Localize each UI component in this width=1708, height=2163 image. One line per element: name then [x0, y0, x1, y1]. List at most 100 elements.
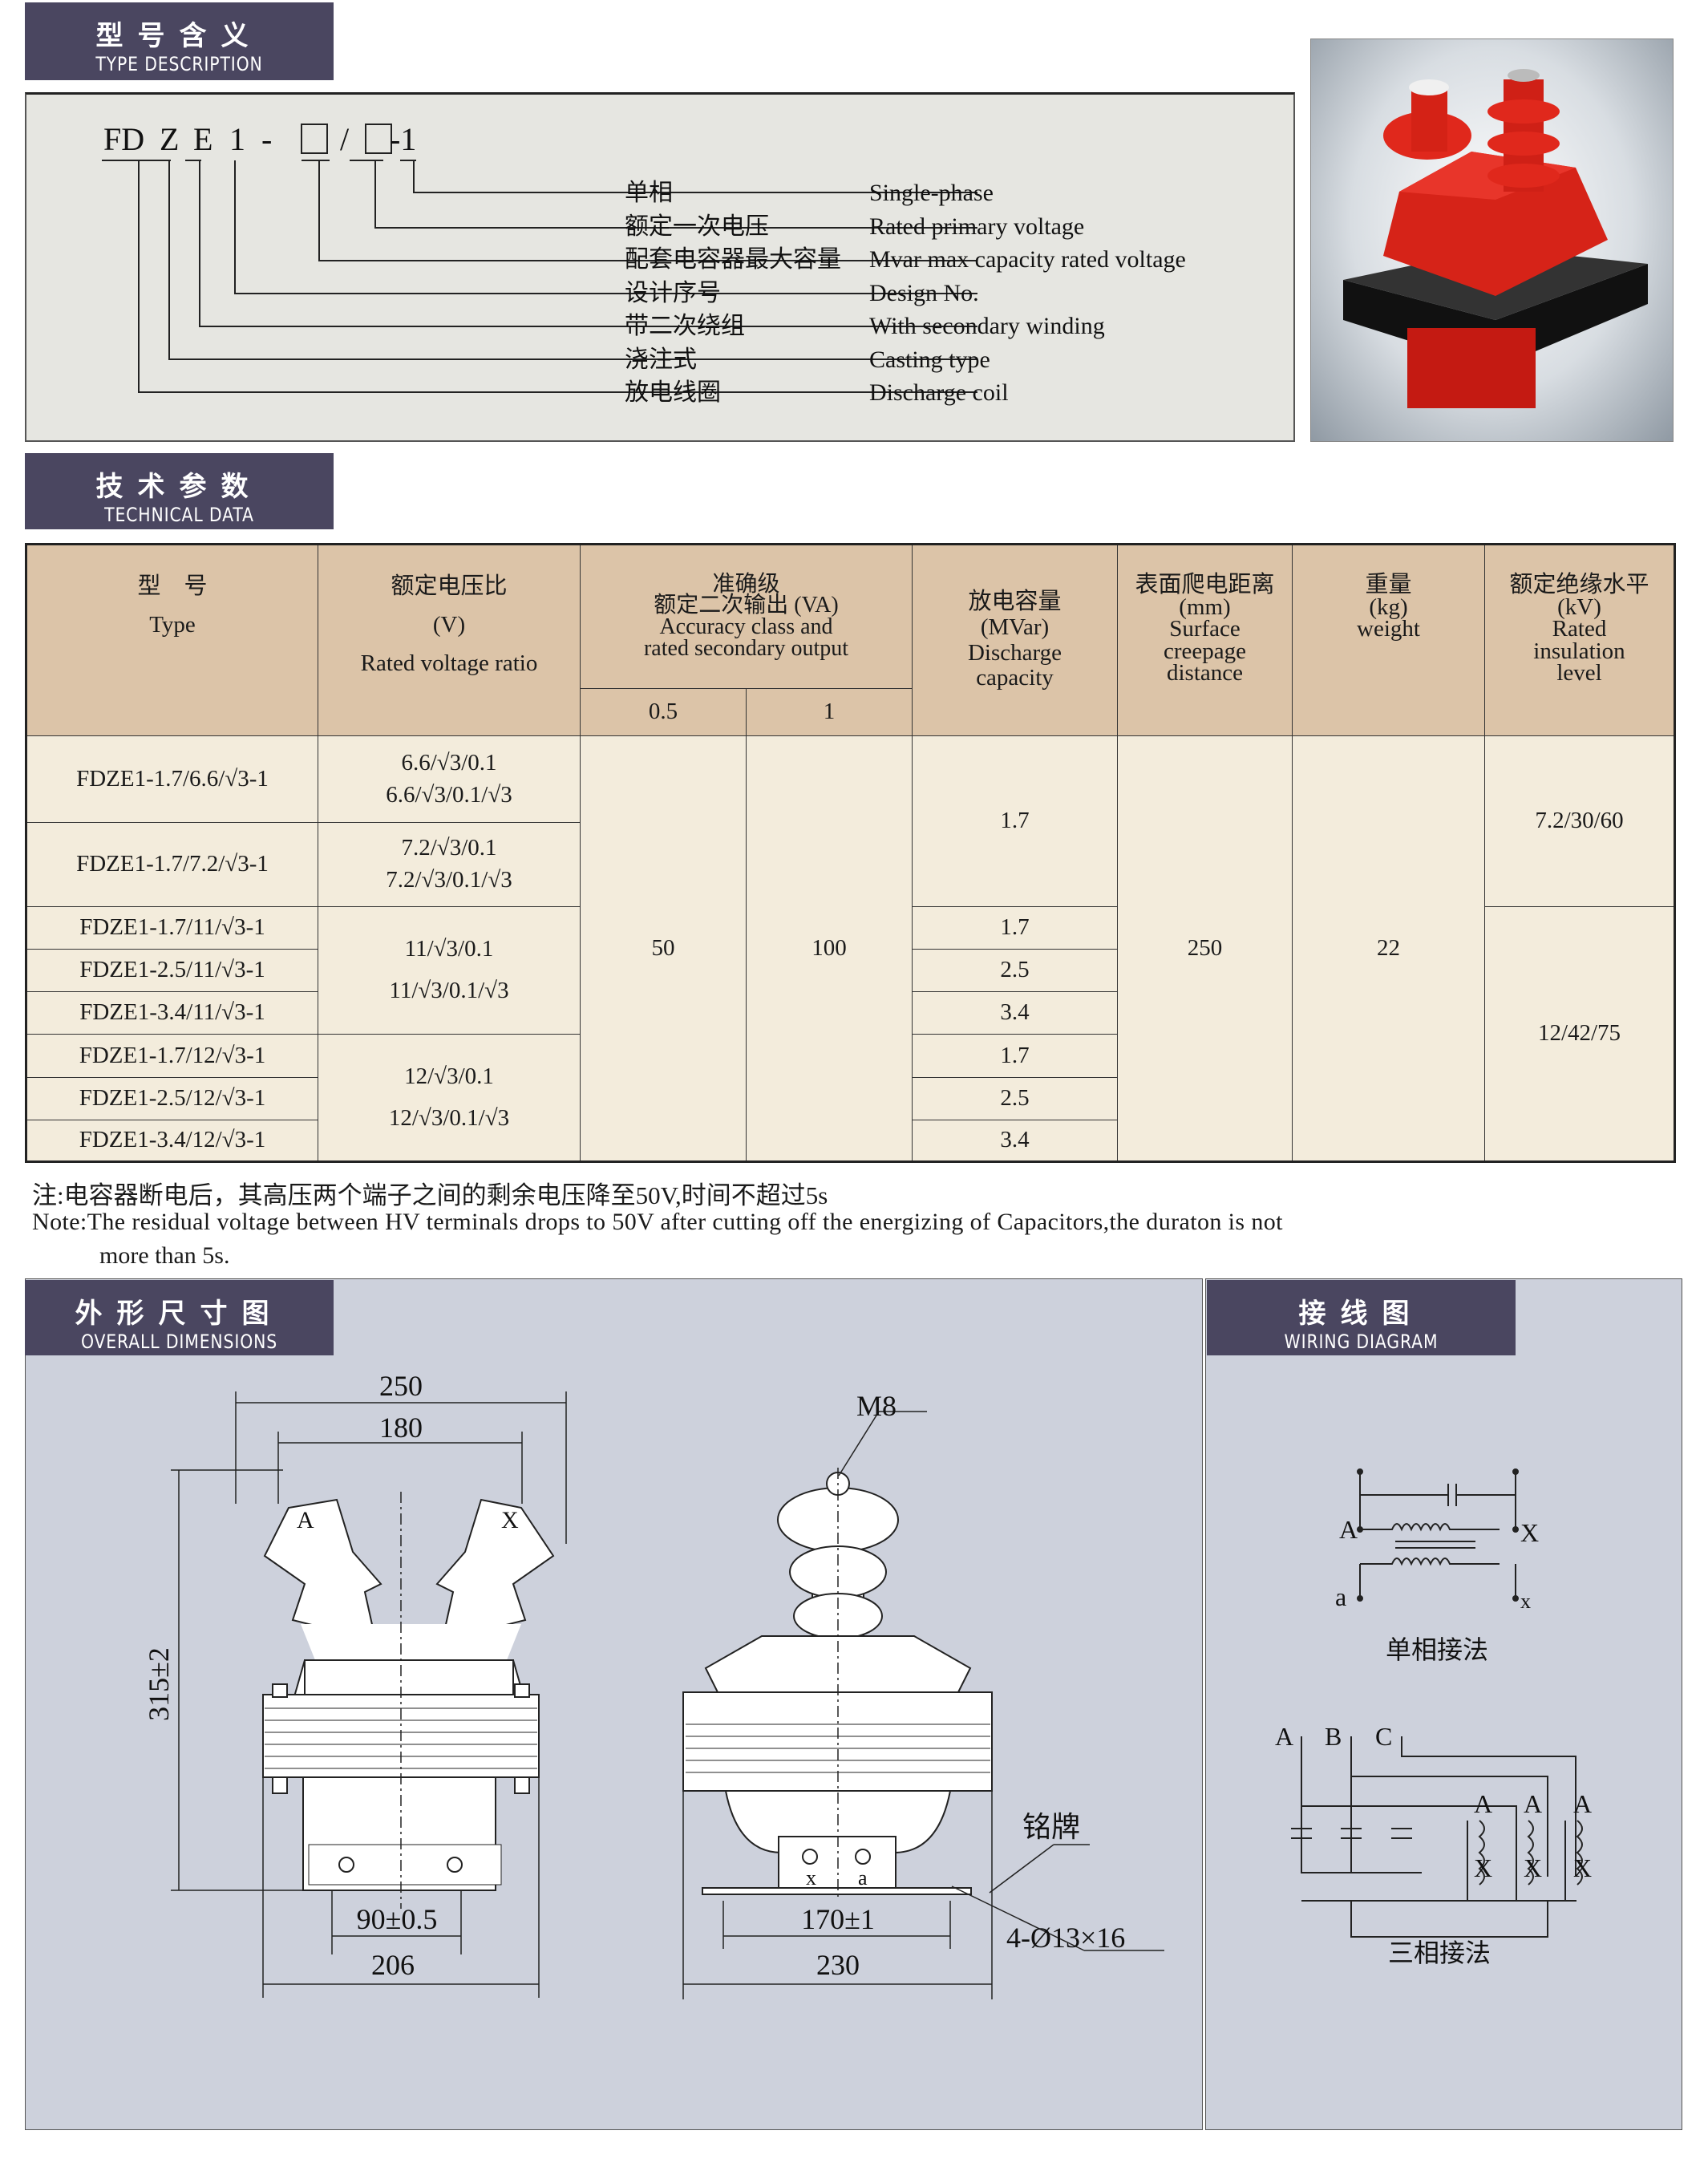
code-z: Z [160, 121, 179, 157]
dim-holes: 4-Ø13×16 [1006, 1922, 1125, 1954]
model-code: FD Z E 1 - / -1 [103, 121, 416, 157]
code-e: E [193, 121, 212, 157]
weight-cell: 22 [1292, 735, 1485, 1162]
dim-170: 170±1 [801, 1903, 875, 1935]
discharge-cell: 1.7 [912, 735, 1118, 907]
coil-X-1: X [1474, 1853, 1492, 1882]
code-1: 1 [229, 121, 245, 157]
discharge-cell: 3.4 [912, 991, 1118, 1035]
dim-206: 206 [371, 1949, 415, 1981]
insulation-cell: 12/42/75 [1484, 906, 1675, 1162]
item-en-2: Mvar max capacity rated voltage [869, 246, 1186, 273]
overall-dimensions-panel [25, 1278, 1203, 2130]
header-cn: 技术参数 [95, 471, 263, 503]
item-cn-3: 设计序号 [625, 280, 721, 306]
technical-data-header: 技术参数 TECHNICAL DATA [25, 453, 334, 529]
wiring-diagram-header: 接线图 WIRING DIAGRAM [1207, 1280, 1516, 1355]
acc-05-cell: 50 [580, 735, 747, 1162]
col-acc-1: 1 [746, 688, 913, 736]
coil-X-3: X [1573, 1853, 1592, 1882]
type-cell: FDZE1-1.7/12/√3-1 [26, 1034, 318, 1078]
overall-dimensions-header: 外形尺寸图 OVERALL DIMENSIONS [25, 1280, 334, 1355]
code-fd: FD [103, 121, 144, 157]
table-row: FDZE1-3.4/11/√3-1 3.4 [26, 991, 1675, 1035]
item-en-6: Discharge coil [869, 379, 1009, 406]
three-phase-wiring [1291, 1736, 1583, 1938]
header-en: TYPE DESCRIPTION [95, 53, 263, 75]
product-photo [1310, 38, 1674, 442]
dim-90: 90±0.5 [357, 1903, 438, 1935]
single-phase-wiring [1357, 1468, 1519, 1602]
front-dimension-lines [171, 1391, 567, 1998]
header-en: WIRING DIAGRAM [1284, 1331, 1439, 1353]
item-en-1: Rated primary voltage [869, 213, 1084, 240]
coil-A-2: A [1524, 1789, 1542, 1818]
terminal-x-label: x [806, 1866, 816, 1890]
type-cell: FDZE1-3.4/12/√3-1 [26, 1120, 318, 1162]
wiring-A: A [1339, 1515, 1358, 1544]
type-cell: FDZE1-2.5/12/√3-1 [26, 1077, 318, 1120]
item-en-0: Single-phase [869, 180, 994, 206]
dim-180: 180 [379, 1412, 423, 1444]
header-en: OVERALL DIMENSIONS [80, 1331, 278, 1353]
item-cn-4: 带二次绕组 [625, 313, 745, 339]
single-phase-label: 单相接法 [1386, 1635, 1488, 1664]
code-box-1 [301, 124, 328, 154]
item-cn-6: 放电线圈 [625, 379, 721, 406]
type-cell: FDZE1-3.4/11/√3-1 [26, 991, 318, 1035]
header-cn: 外形尺寸图 [75, 1298, 284, 1330]
header-cn: 型号含义 [95, 20, 263, 52]
note-cn: 注:电容器断电后，其高压两个端子之间的剩余电压降至50V,时间不超过5s [32, 1181, 828, 1209]
dim-250: 250 [379, 1370, 423, 1402]
col-weight: 重量(kg)weight [1292, 544, 1485, 736]
creepage-cell: 250 [1117, 735, 1293, 1162]
code-slash: / [340, 121, 350, 157]
note-en-cont: more than 5s. [99, 1242, 230, 1269]
type-cell: FDZE1-2.5/11/√3-1 [26, 949, 318, 992]
dim-m8: M8 [856, 1390, 896, 1422]
terminal-X-label: X [501, 1507, 519, 1533]
col-ratio: 额定电压比(V)Rated voltage ratio [318, 544, 581, 736]
dim-315: 315±2 [143, 1647, 175, 1721]
table-row: FDZE1-2.5/12/√3-1 2.5 [26, 1077, 1675, 1120]
table-row: FDZE1-2.5/11/√3-1 2.5 [26, 949, 1675, 992]
terminal-a-label: a [858, 1866, 868, 1890]
type-cell: FDZE1-1.7/7.2/√3-1 [26, 822, 318, 907]
wiring-x: x [1520, 1590, 1531, 1613]
discharge-cell: 1.7 [912, 906, 1118, 950]
three-A: A [1275, 1722, 1293, 1751]
three-C: C [1375, 1722, 1392, 1751]
three-B: B [1325, 1722, 1342, 1751]
nameplate-label: 铭牌 [1022, 1811, 1080, 1843]
item-en-5: Casting type [869, 346, 990, 373]
three-phase-label: 三相接法 [1388, 1938, 1491, 1967]
leader-lines [102, 160, 977, 393]
item-cn-0: 单相 [625, 180, 673, 206]
coil-A-1: A [1474, 1789, 1492, 1818]
item-cn-1: 额定一次电压 [625, 213, 769, 240]
front-view-drawing [262, 1498, 555, 1891]
side-dimension-lines [682, 1411, 1164, 1999]
discharge-cell: 3.4 [912, 1120, 1118, 1162]
type-cell: FDZE1-1.7/6.6/√3-1 [26, 735, 318, 823]
item-en-3: Design No. [869, 280, 979, 306]
table-row: FDZE1-3.4/12/√3-1 3.4 [26, 1120, 1675, 1162]
terminal-A-label: A [297, 1507, 314, 1533]
wiring-a: a [1335, 1582, 1346, 1611]
item-cn-2: 配套电容器最大容量 [625, 246, 841, 273]
